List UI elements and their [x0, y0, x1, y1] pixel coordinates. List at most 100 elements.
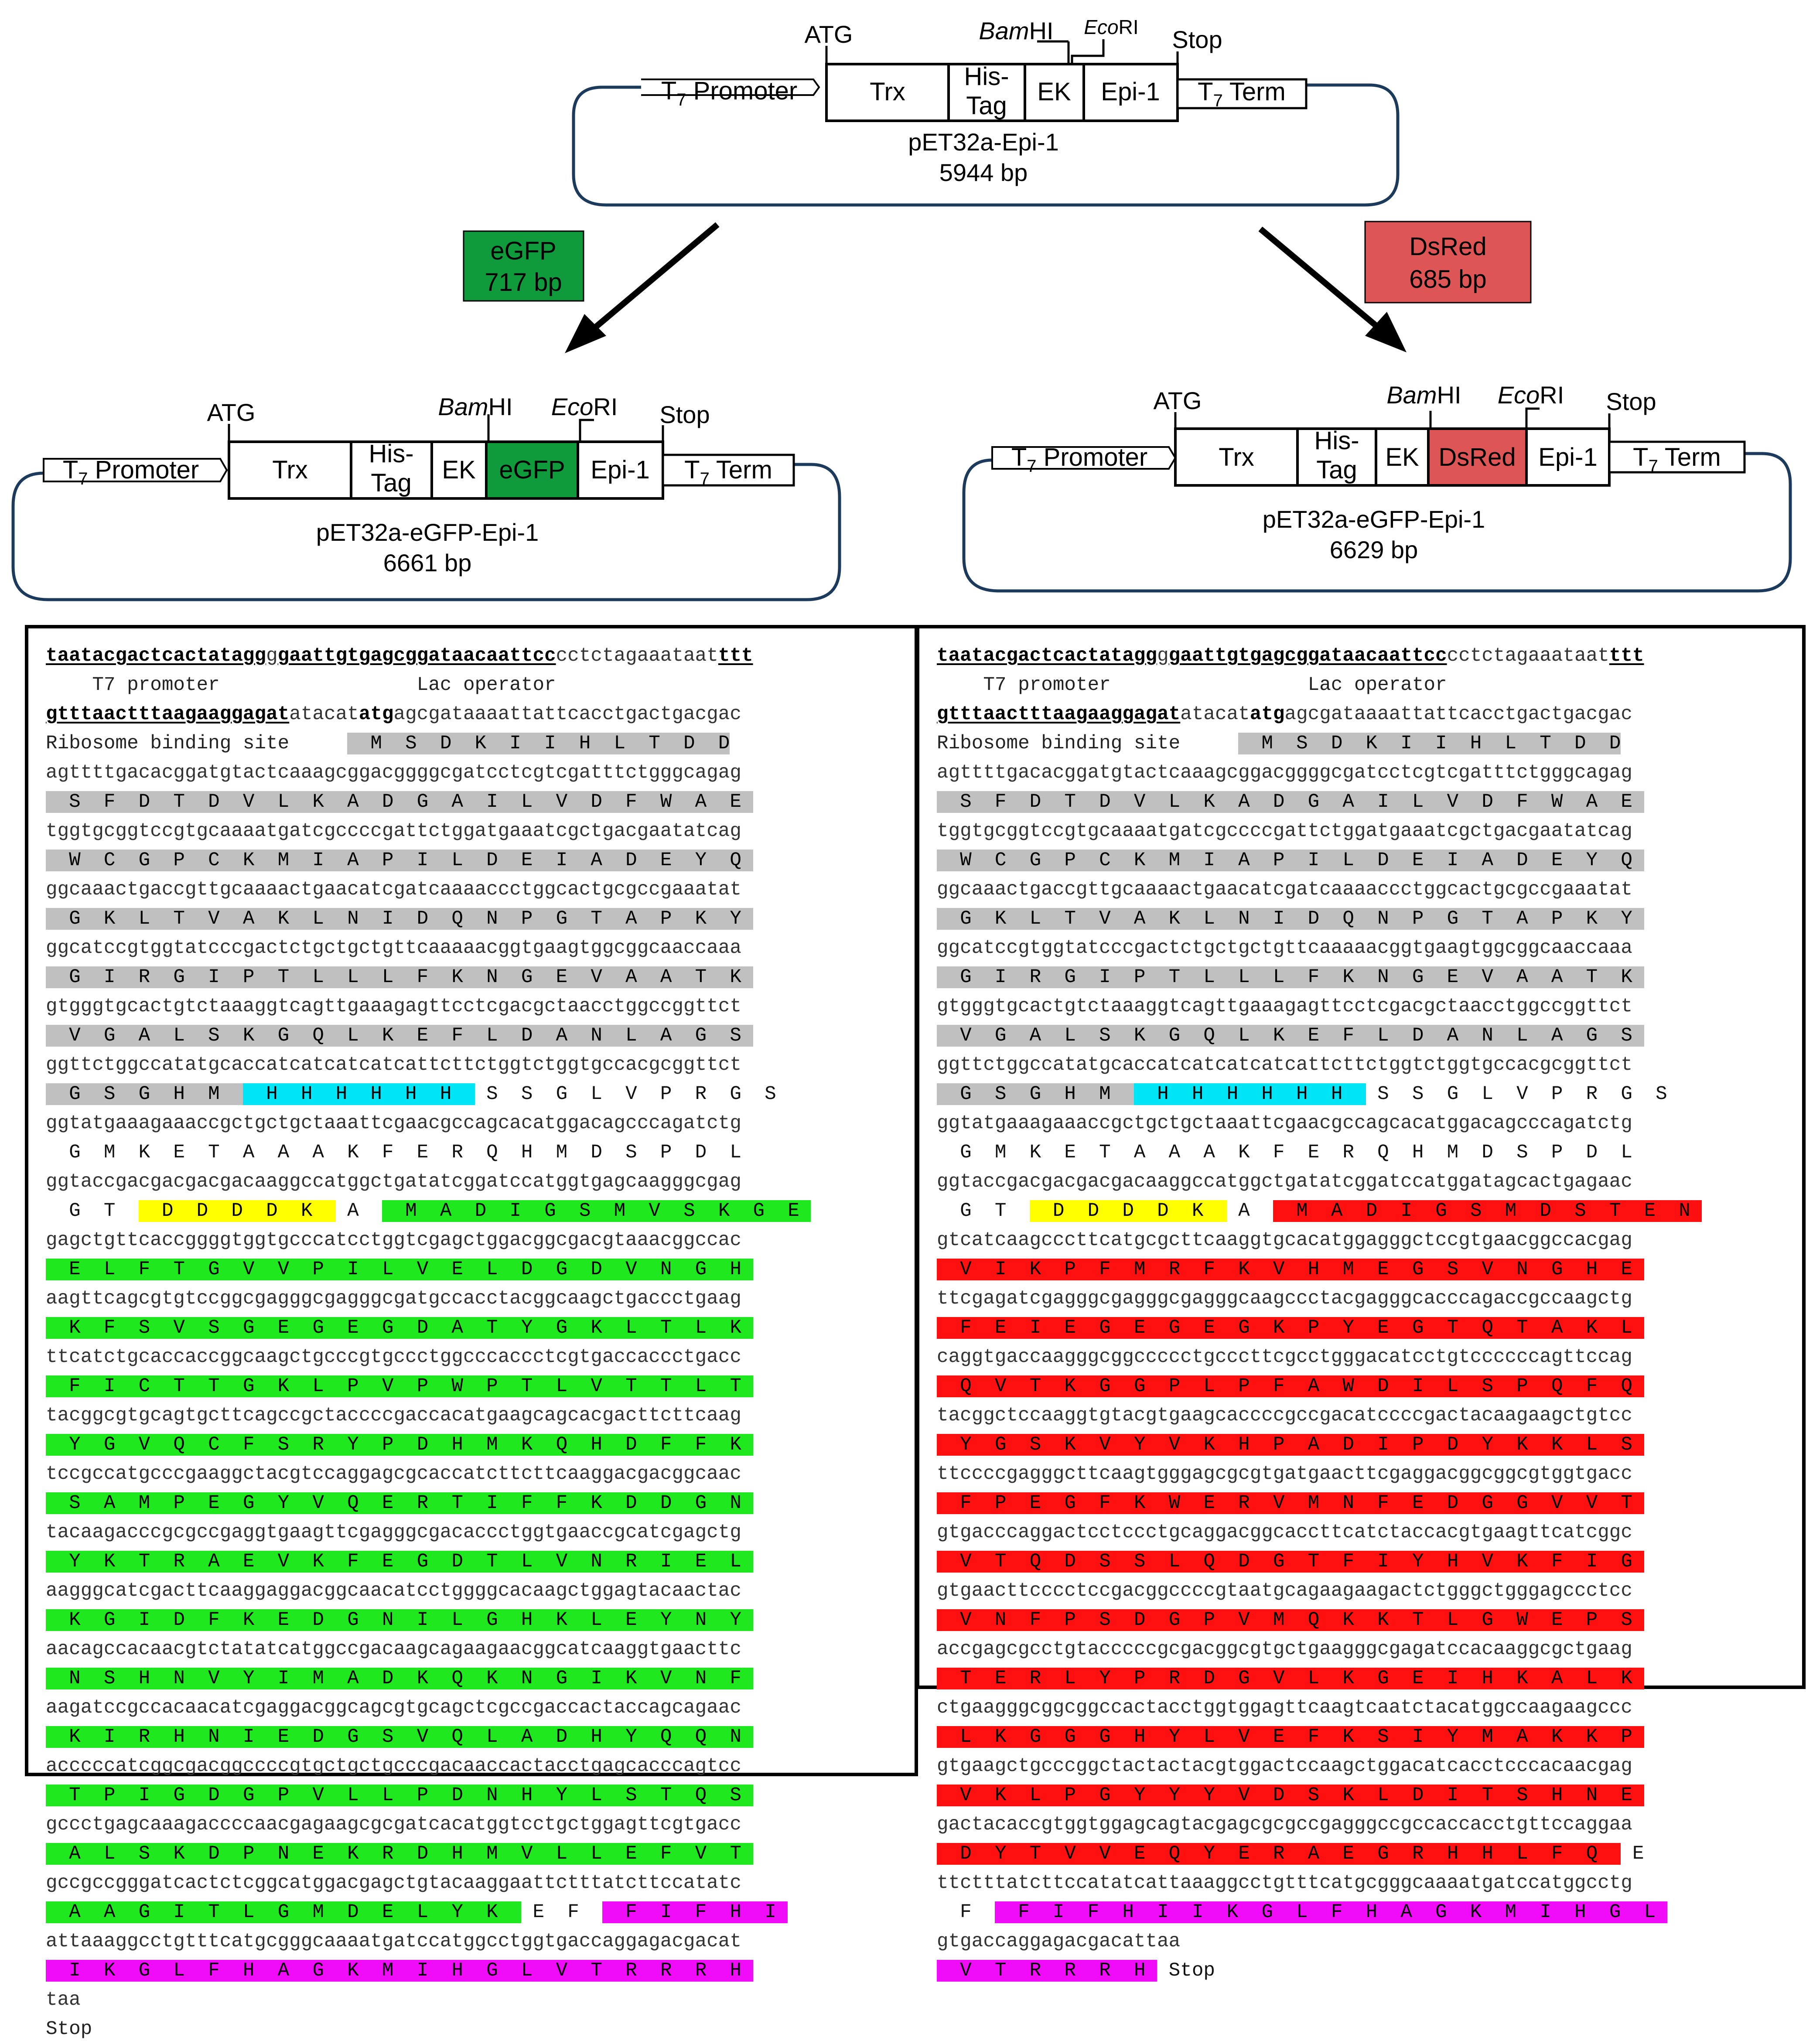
- green-highlight: Y G V Q C F S R Y P D H M K Q H D F F K: [46, 1434, 753, 1456]
- sequence-line: G T D D D D K A M A D I G S M D S T E N: [937, 1197, 1702, 1226]
- sequence-label: T7 promoter Lac operator: [46, 674, 556, 696]
- sequence-line: S F D T D V L K A D G A I L V D F W A E: [937, 788, 1702, 817]
- sequence-text: E: [1621, 1843, 1644, 1865]
- sequence-line: tacggctccaaggtgtacgtgaagcaccccgccgacatcc…: [937, 1401, 1702, 1430]
- sequence-line: N S H N V Y I M A D K Q K N G I K V N F: [46, 1664, 811, 1693]
- sequence-line: caggtgaccaagggcggccccctgcccttcgcctgggaca…: [937, 1343, 1702, 1372]
- segment-ek: EK: [1385, 443, 1419, 471]
- sequence-text: agcgataaaattattcacctgactgacgac: [1284, 703, 1632, 725]
- sequence-line: Q V T K G G P L P F A W D I L S P Q F Q: [937, 1372, 1702, 1401]
- sequence-line: L K G G G H Y L V E F K S I Y M A K K P: [937, 1723, 1702, 1752]
- sequence-line: agttttgacacggatgtactcaaagcggacggggcgatcc…: [46, 758, 811, 788]
- sequence-text: caggtgaccaagggcggccccctgcccttcgcctgggaca…: [937, 1346, 1632, 1368]
- grey-highlight: S F D T D V L K A D G A I L V D F W A E: [937, 791, 1644, 813]
- sequence-line: attaaaggcctgtttcatgcgggcaaaatgatccatggcc…: [46, 1927, 811, 1956]
- sequence-label: Ribosome binding site: [46, 733, 348, 754]
- sequence-line: ggtaccgacgacgacgacaaggccatggctgatatcggat…: [46, 1167, 811, 1197]
- red-highlight: V K L P G Y Y Y V D S K L D I T S H N E: [937, 1785, 1644, 1806]
- sequence-line: ggttctggccatatgcaccatcatcatcatcattcttctg…: [937, 1051, 1702, 1080]
- sequence-line: gccctgagcaaagaccccaacgagaagcgcgatcacatgg…: [46, 1810, 811, 1839]
- sequence-text: aacagccacaacgtctatatcatggccgacaagcagaaga…: [46, 1638, 741, 1660]
- sequence-line: G S G H M H H H H H H S S G L V P R G S: [937, 1080, 1702, 1109]
- sequence-line: ggtaccgacgacgacgacaaggccatggctgatatcggat…: [937, 1167, 1702, 1197]
- sequence-text: gactacaccgtggtggagcagtacgagcgcgccgagggcc…: [937, 1814, 1632, 1836]
- red-highlight: Y G S K V Y V K H P A D I P D Y K K L S: [937, 1434, 1644, 1456]
- plasmid-left: T7 Promoter Trx His- Tag EK eGFP Epi-1 T…: [11, 393, 841, 601]
- sequence-text: gtcatcaagcccttcatgcgcttcaaggtgcacatggagg…: [937, 1229, 1632, 1251]
- sequence-line: W C G P C K M I A P I L D E I A D E Y Q: [937, 846, 1702, 875]
- sequence-text: atg: [1250, 703, 1285, 725]
- sequence-text: gtgggtgcactgtctaaaggtcagttgaaagagttcctcg…: [937, 996, 1632, 1017]
- sequence-text: gtgaagctgcccggctactactacgtggactccaagctgg…: [937, 1755, 1632, 1777]
- sequence-text: ggttctggccatatgcaccatcatcatcatcattcttctg…: [937, 1054, 1632, 1076]
- grey-highlight: S F D T D V L K A D G A I L V D F W A E: [46, 791, 753, 813]
- segment-trx: Trx: [272, 456, 308, 484]
- insert-egfp-box: eGFP 717 bp: [463, 230, 584, 302]
- plasmid-top: T7 Promoter Trx His- Tag EK Epi-1 T7 Ter…: [572, 16, 1400, 207]
- green-highlight: A A G I T L G M D E L Y K: [46, 1901, 521, 1923]
- sequence-text: gtgacccaggactcctccctgcaggacggcaccttcatct…: [937, 1522, 1632, 1543]
- arrow-right: [1258, 226, 1407, 352]
- grey-highlight: V G A L S K G Q L K E F L D A N L A G S: [937, 1025, 1644, 1047]
- marker-ecori: EcoRI: [551, 393, 618, 420]
- sequence-line: A L S K D P N E K R D H M V L L E F V T: [46, 1839, 811, 1869]
- segment-t7-term: T7 Term: [1633, 443, 1721, 476]
- sequence-line: Ribosome binding site M S D K I I H L T …: [46, 729, 811, 758]
- sequence-line: tccgccatgcccgaaggctacgtccaggagcgcaccatct…: [46, 1460, 811, 1489]
- sequence-line: gtgaccaggagacgacattaa: [937, 1927, 1702, 1956]
- sequence-text: gtttaactttaagaaggagat: [46, 703, 290, 725]
- sequence-line: W C G P C K M I A P I L D E I A D E Y Q: [46, 846, 811, 875]
- marker-atg: ATG: [805, 20, 853, 48]
- sequence-text: S S G L V P R G S: [1366, 1083, 1667, 1105]
- sequence-text: ggcatccgtggtatcccgactctgctgctgttcaaaaacg…: [937, 937, 1632, 959]
- sequence-line: ggcatccgtggtatcccgactctgctgctgttcaaaaacg…: [937, 934, 1702, 963]
- segment-trx: Trx: [870, 78, 905, 106]
- magenta-highlight: F I F H I: [602, 1901, 788, 1923]
- sequence-line: ttccccgagggcttcaagtgggagcgcgtgatgaacttcg…: [937, 1460, 1702, 1489]
- grey-highlight: G S G H M: [937, 1083, 1134, 1105]
- insert-dsred-box: DsRed 685 bp: [1364, 221, 1532, 304]
- plasmid-size: 5944 bp: [939, 159, 1028, 186]
- magenta-highlight: I K G L F H A G K M I H G L V T R R R H: [46, 1960, 753, 1982]
- sequence-text: ttcgagatcgagggcgagggcgagggcaagccctacgagg…: [937, 1288, 1632, 1310]
- construct-diagram: T7 Promoter Trx His- Tag EK Epi-1 T7 Ter…: [11, 16, 1792, 601]
- marker-atg: ATG: [1154, 387, 1202, 414]
- segment-ek: EK: [442, 456, 476, 484]
- red-highlight: V N F P S D G P V M Q K K T L G W E P S: [937, 1609, 1644, 1631]
- sequence-label: T7 promoter Lac operator: [937, 674, 1447, 696]
- sequence-text: G T: [46, 1200, 139, 1222]
- marker-bamhi: BamHI: [979, 17, 1053, 44]
- sequence-text: atg: [358, 703, 394, 725]
- segment-t7-promoter: T7 Promoter: [661, 77, 797, 109]
- sequence-text: attaaaggcctgtttcatgcgggcaaaatgatccatggcc…: [46, 1931, 741, 1952]
- marker-ecori: EcoRI: [1084, 16, 1138, 38]
- sequence-text: tacggctccaaggtgtacgtgaagcaccccgccgacatcc…: [937, 1405, 1632, 1426]
- marker-bamhi: BamHI: [1386, 381, 1461, 409]
- dsred-sequence-panel: taatacgactcactataggggaattgtgagcggataacaa…: [916, 625, 1806, 1982]
- sequence-line: aacagccacaacgtctatatcatggccgacaagcagaaga…: [46, 1635, 811, 1664]
- sequence-line: F E I E G E G E G K P Y E G T Q T A K L: [937, 1314, 1702, 1343]
- sequence-line: ttctttatcttccatatcattaaaggcctgtttcatgcgg…: [937, 1869, 1702, 1898]
- sequence-line: G I R G I P T L L L F K N G E V A A T K: [937, 963, 1702, 992]
- sequence-line: V G A L S K G Q L K E F L D A N L A G S: [46, 1021, 811, 1051]
- sequence-text: aagatccgccacaacatcgaggacggcagcgtgcagctcg…: [46, 1697, 741, 1719]
- sequence-text: taatacgactcactatagg: [937, 645, 1157, 667]
- sequence-line: tggtgcggtccgtgcaaaatgatcgccccgattctggatg…: [46, 817, 811, 846]
- plasmid-name: pET32a-eGFP-Epi-1: [1263, 505, 1485, 533]
- sequence-line: gtgaagctgcccggctactactacgtggactccaagctgg…: [937, 1752, 1702, 1781]
- sequence-line: T7 promoter Lac operator: [937, 671, 1702, 700]
- insert-egfp-size: 717 bp: [485, 268, 562, 297]
- sequence-line: Y G S K V Y V K H P A D I P D Y K K L S: [937, 1430, 1702, 1460]
- sequence-text: gaattgtgagcggataacaattcc: [277, 645, 556, 667]
- green-highlight: Y K T R A E V K F E G D T L V N R I E L: [46, 1551, 753, 1573]
- sequence-text: aagggcatcgacttcaaggaggacggcaacatcctggggc…: [46, 1580, 741, 1602]
- sequence-text: accgagcgcctgtacccccgcgacggcgtgctgaagggcg…: [937, 1638, 1632, 1660]
- sequence-line: G K L T V A K L N I D Q N P G T A P K Y: [937, 904, 1702, 934]
- sequence-line: K F S V S G E G E G D A T Y G K L T L K: [46, 1314, 811, 1343]
- sequence-text: S S G L V P R G S: [475, 1083, 776, 1105]
- sequence-text: g: [1157, 645, 1169, 667]
- green-highlight: T P I G D G P V L L P D N H Y L S T Q S: [46, 1785, 753, 1806]
- sequence-line: Y K T R A E V K F E G D T L V N R I E L: [46, 1547, 811, 1577]
- sequence-text: ttt: [718, 645, 753, 667]
- sequence-text: agttttgacacggatgtactcaaagcggacggggcgatcc…: [46, 762, 741, 784]
